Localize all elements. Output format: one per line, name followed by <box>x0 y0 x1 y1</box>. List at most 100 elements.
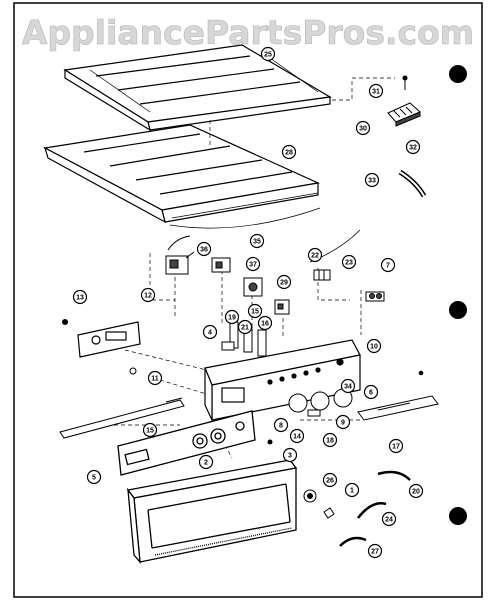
callout-label: 20 <box>412 489 420 496</box>
callout-20: 20 <box>408 483 424 499</box>
diagram-border <box>13 2 483 598</box>
callout-5: 5 <box>86 469 102 485</box>
callout-21: 21 <box>237 319 253 335</box>
callout-label: 3 <box>288 453 292 460</box>
callout-34: 34 <box>340 378 356 394</box>
callout-8: 8 <box>273 417 289 433</box>
callout-label: 24 <box>385 517 393 524</box>
callout-13: 13 <box>72 289 88 305</box>
callout-27: 27 <box>367 543 383 559</box>
control-knobs <box>288 388 353 417</box>
nameplate-part <box>77 321 141 358</box>
screw-part-left <box>62 319 137 375</box>
callout-15-rail: 15 <box>142 422 158 438</box>
side-rail-part <box>59 397 185 439</box>
callout-label: 26 <box>326 478 334 485</box>
callout-label: 9 <box>341 420 345 427</box>
switch-part-center <box>211 257 231 273</box>
callout-2: 2 <box>198 454 214 470</box>
callout-9: 9 <box>335 414 351 430</box>
callout-label: 17 <box>392 444 400 451</box>
callout-label: 25 <box>264 52 272 59</box>
relay-part <box>243 277 263 297</box>
front-door-panel <box>126 459 298 564</box>
callout-label: 30 <box>359 126 367 133</box>
callout-label: 19 <box>228 315 236 322</box>
callout-6: 6 <box>363 384 379 400</box>
callout-label: 15 <box>146 428 154 435</box>
callout-11: 11 <box>147 370 163 386</box>
callout-label: 16 <box>261 321 269 328</box>
binder-hole-top <box>449 65 467 83</box>
callout-label: 33 <box>368 178 376 185</box>
callout-25: 25 <box>260 46 276 62</box>
callout-22: 22 <box>307 247 323 263</box>
callout-label: 27 <box>371 549 379 556</box>
trim-strip-part <box>357 395 439 421</box>
callout-1: 1 <box>344 482 360 498</box>
callout-label: 31 <box>372 89 380 96</box>
binder-hole-bottom <box>449 507 467 525</box>
callout-37: 37 <box>245 256 261 272</box>
control-panel-bracket <box>204 339 361 421</box>
callout-label: 28 <box>285 150 293 157</box>
callout-17: 17 <box>388 438 404 454</box>
screw-part-top <box>402 75 408 90</box>
callout-label: 10 <box>370 344 378 351</box>
binder-hole-middle <box>449 301 467 319</box>
callout-35: 35 <box>249 233 265 249</box>
callout-10: 10 <box>366 338 382 354</box>
callout-label: 8 <box>279 423 283 430</box>
callout-7: 7 <box>380 257 396 273</box>
callout-label: 37 <box>249 262 257 269</box>
callout-24: 24 <box>381 511 397 527</box>
vent-clip-part <box>387 102 421 127</box>
callout-label: 2 <box>204 460 208 467</box>
callout-label: 11 <box>151 376 159 383</box>
thermostat-part <box>365 291 385 302</box>
callout-label: 29 <box>280 280 288 287</box>
callout-30: 30 <box>355 120 371 136</box>
callout-label: 18 <box>326 438 334 445</box>
callout-4: 4 <box>202 324 218 340</box>
base-pan-panel <box>43 124 321 229</box>
callout-label: 1 <box>350 488 354 495</box>
relay-part-small <box>274 299 290 315</box>
callout-32: 32 <box>405 139 421 155</box>
grommet-part <box>303 489 317 503</box>
callout-36: 36 <box>196 241 212 257</box>
callout-26: 26 <box>322 472 338 488</box>
callout-label: 36 <box>200 247 208 254</box>
callout-label: 6 <box>369 390 373 397</box>
callout-label: 32 <box>409 145 417 152</box>
callout-label: 23 <box>345 260 353 267</box>
callout-label: 5 <box>92 475 96 482</box>
top-cover-panel <box>63 44 332 132</box>
callout-31: 31 <box>368 83 384 99</box>
watermark-text: AppliancePartsPros.com <box>22 13 474 52</box>
callout-29: 29 <box>276 274 292 290</box>
control-panel-front <box>117 410 256 476</box>
callout-16: 16 <box>257 315 273 331</box>
callout-19: 19 <box>224 309 240 325</box>
handle-strip-part <box>398 169 427 198</box>
callout-label: 4 <box>208 330 212 337</box>
callout-label: 12 <box>144 293 152 300</box>
callout-18: 18 <box>322 432 338 448</box>
callout-3: 3 <box>282 447 298 463</box>
callout-28: 28 <box>281 144 297 160</box>
leader-lines-top <box>100 77 395 459</box>
callout-label: 14 <box>293 434 301 441</box>
callout-label: 34 <box>344 384 352 391</box>
clip-part <box>323 507 335 519</box>
callout-23: 23 <box>341 254 357 270</box>
callout-label: 21 <box>241 325 249 332</box>
callout-15: 15 <box>247 303 263 319</box>
callout-label: 13 <box>76 295 84 302</box>
callout-33: 33 <box>364 172 380 188</box>
screw-part-bottom <box>267 370 424 445</box>
terminal-block-part <box>313 269 331 281</box>
callout-label: 35 <box>253 239 261 246</box>
callout-label: 7 <box>386 263 390 270</box>
